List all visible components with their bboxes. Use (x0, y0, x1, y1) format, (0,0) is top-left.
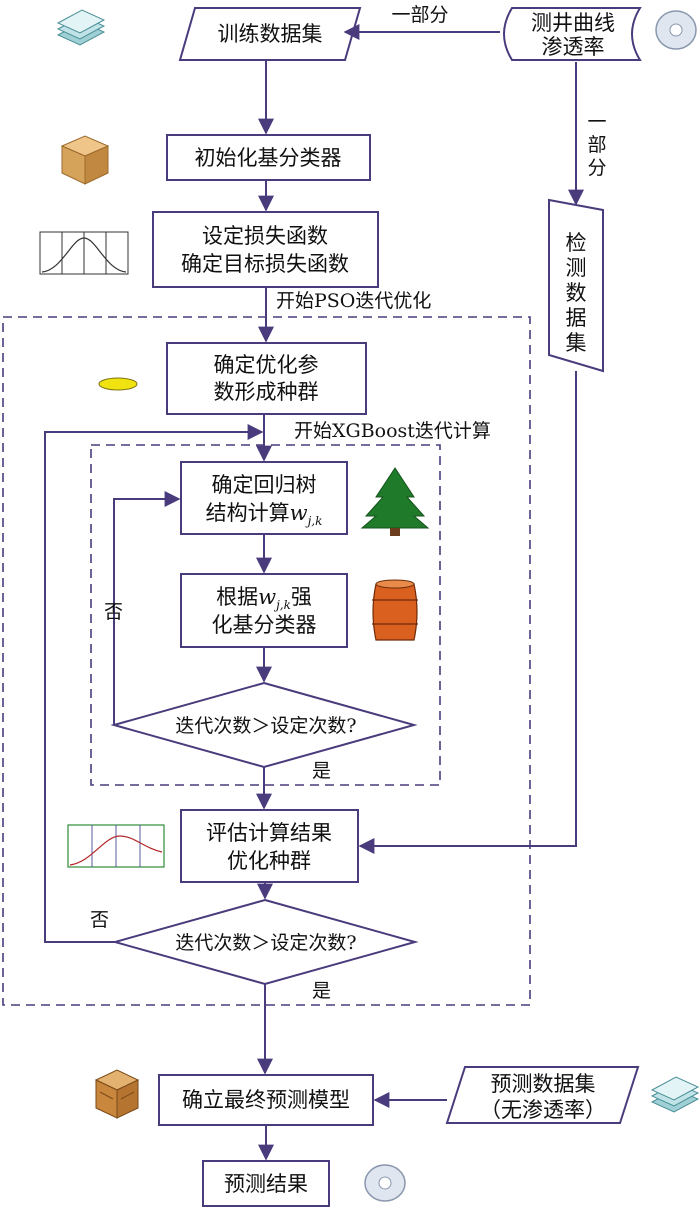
prediction-dataset-label-1: 预测数据集 (491, 1072, 596, 1096)
detection-char-5: 集 (566, 331, 587, 355)
cd-disc-icon (655, 10, 697, 50)
init-classifier-label: 初始化基分类器 (195, 146, 342, 170)
logging-curve-node: 测井曲线 渗透率 (503, 7, 642, 61)
population-label-1: 确定优化参 (214, 353, 319, 377)
curve-chart-icon (67, 824, 165, 868)
strengthen-label-2: 化基分类器 (212, 613, 317, 637)
part-label-side-3: 分 (587, 157, 606, 179)
evaluate-node: 评估计算结果 优化种群 (180, 809, 359, 883)
final-model-label: 确立最终预测模型 (182, 1088, 350, 1112)
paper-stack-icon-bottom (650, 1076, 700, 1113)
evaluate-label-2: 优化种群 (227, 849, 311, 873)
outer-no-label: 否 (90, 909, 109, 931)
part-label-side-1: 一 (587, 111, 606, 133)
prediction-result-label: 预测结果 (224, 1172, 308, 1196)
inner-decision-node: 迭代次数＞设定次数? (110, 681, 418, 769)
edge-detection-to-evaluate (358, 371, 577, 854)
detection-dataset-node: 检 测 数 据 集 (548, 198, 604, 373)
tree-icon (360, 467, 430, 536)
distribution-chart-icon (39, 231, 129, 275)
regression-tree-node: 确定回归树 结构计算wj,k (180, 461, 348, 535)
outer-decision-label: 迭代次数＞设定次数? (175, 932, 356, 954)
final-model-node: 确立最终预测模型 (158, 1074, 374, 1126)
prediction-dataset-label-2: （无渗透率） (480, 1098, 606, 1122)
detection-char-4: 据 (566, 306, 587, 330)
edge-inner-no-loop (113, 491, 181, 725)
detection-char-3: 数 (566, 281, 587, 305)
prediction-result-node: 预测结果 (202, 1160, 330, 1207)
part-label-top: 一部分 (391, 4, 448, 26)
pso-start-label: 开始PSO迭代优化 (276, 290, 431, 312)
outer-yes-label: 是 (312, 980, 331, 1002)
evaluate-label-1: 评估计算结果 (206, 821, 332, 845)
cd-disc-icon-bottom (364, 1164, 406, 1202)
regression-tree-label-1: 确定回归树 (212, 473, 317, 497)
edge-outer-no-loop (44, 424, 264, 943)
strengthen-classifier-node: 根据wj,k强 化基分类器 (180, 573, 348, 648)
cardboard-box-icon (60, 135, 110, 185)
inner-no-label: 否 (104, 601, 123, 623)
barrel-icon (372, 579, 418, 641)
logging-curve-label-1: 测井曲线 (531, 11, 615, 35)
inner-decision-label: 迭代次数＞设定次数? (175, 715, 356, 737)
training-dataset-node: 训练数据集 (178, 7, 362, 61)
inner-yes-label: 是 (312, 760, 331, 782)
xgboost-loop-region (90, 444, 441, 786)
loss-function-label-2: 确定目标损失函数 (181, 252, 349, 276)
init-classifier-node: 初始化基分类器 (166, 134, 371, 181)
detection-char-1: 检 (566, 231, 587, 255)
population-label-2: 数形成种群 (214, 380, 319, 404)
prediction-dataset-node: 预测数据集 （无渗透率） (445, 1066, 640, 1124)
regression-tree-label-2: 结构计算wj,k (206, 501, 323, 528)
wooden-crate-icon (94, 1069, 140, 1119)
detection-char-2: 测 (566, 256, 587, 280)
logging-curve-label-2: 渗透率 (542, 35, 605, 59)
training-dataset-label: 训练数据集 (218, 22, 323, 46)
loss-function-node: 设定损失函数 确定目标损失函数 (152, 211, 379, 288)
part-label-side-2: 部 (587, 134, 606, 156)
paper-stack-icon (56, 9, 106, 46)
strengthen-label-1: 根据wj,k强 (216, 585, 312, 612)
population-node: 确定优化参 数形成种群 (166, 342, 367, 415)
loss-function-label-1: 设定损失函数 (202, 224, 328, 248)
coin-icon (98, 377, 138, 391)
xgboost-start-label: 开始XGBoost迭代计算 (294, 420, 491, 442)
outer-decision-node: 迭代次数＞设定次数? (111, 898, 419, 986)
